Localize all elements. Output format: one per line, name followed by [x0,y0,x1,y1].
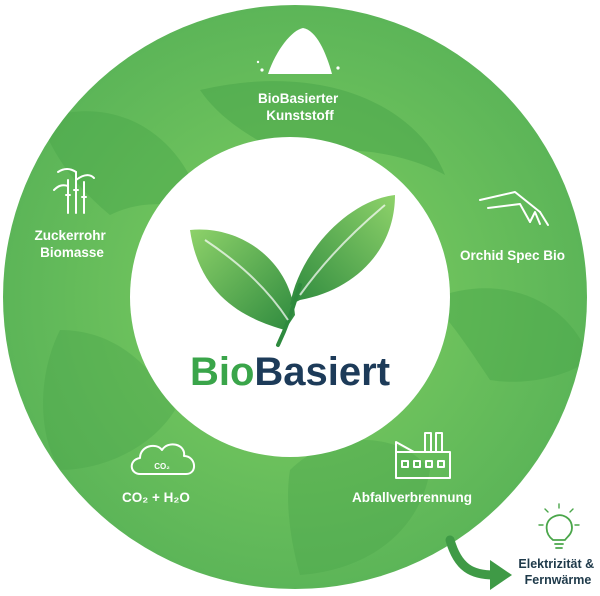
output-label-line: Fernwärme [525,573,592,587]
stage-label-kunststoff: BioBasierter Kunststoff [258,91,342,123]
ring-segment-shading [40,81,587,575]
stage-label-co2: CO₂ + H₂O [122,490,190,505]
stage-label-line: Abfallverbrennung [352,490,472,505]
stage-abfall: Abfallverbrennung [352,432,472,505]
speculum-icon [479,191,549,226]
stage-co2: CO₂ CO₂ + H₂O [122,443,195,505]
lightbulb-icon [538,503,580,549]
stage-label-line: Biomasse [40,245,104,260]
stage-label-line: Kunststoff [266,108,334,123]
output-elektrizitaet: Elektrizität & Fernwärme [518,503,597,587]
stage-zuckerrohr: Zuckerrohr Biomasse [34,168,109,260]
output-label: Elektrizität & Fernwärme [518,557,597,587]
brand-wordmark: BioBasiert [190,350,390,394]
brand-suffix: Basiert [254,350,390,394]
stage-label-line: BioBasierter [258,91,339,106]
stage-label-line: Orchid Spec Bio [460,248,565,263]
stage-label-orchid: Orchid Spec Bio [460,248,565,263]
stage-label-abfall: Abfallverbrennung [352,490,472,505]
co2-icon-text: CO₂ [154,462,170,471]
co2-cloud-icon: CO₂ [130,443,195,475]
powder-pile-icon [256,28,340,74]
stage-label-zuckerrohr: Zuckerrohr Biomasse [34,228,109,260]
stage-kunststoff: BioBasierter Kunststoff [256,28,342,123]
leaf-logo-icon [190,195,395,347]
stage-orchid: Orchid Spec Bio [460,191,565,263]
stage-label-line: CO₂ + H₂O [122,490,190,505]
brand-prefix: Bio [190,350,254,394]
stage-label-line: Zuckerrohr [34,228,106,243]
output-label-line: Elektrizität & [518,557,594,571]
sugarcane-icon [53,168,95,214]
factory-icon [395,432,451,479]
output-arrow [445,535,512,590]
